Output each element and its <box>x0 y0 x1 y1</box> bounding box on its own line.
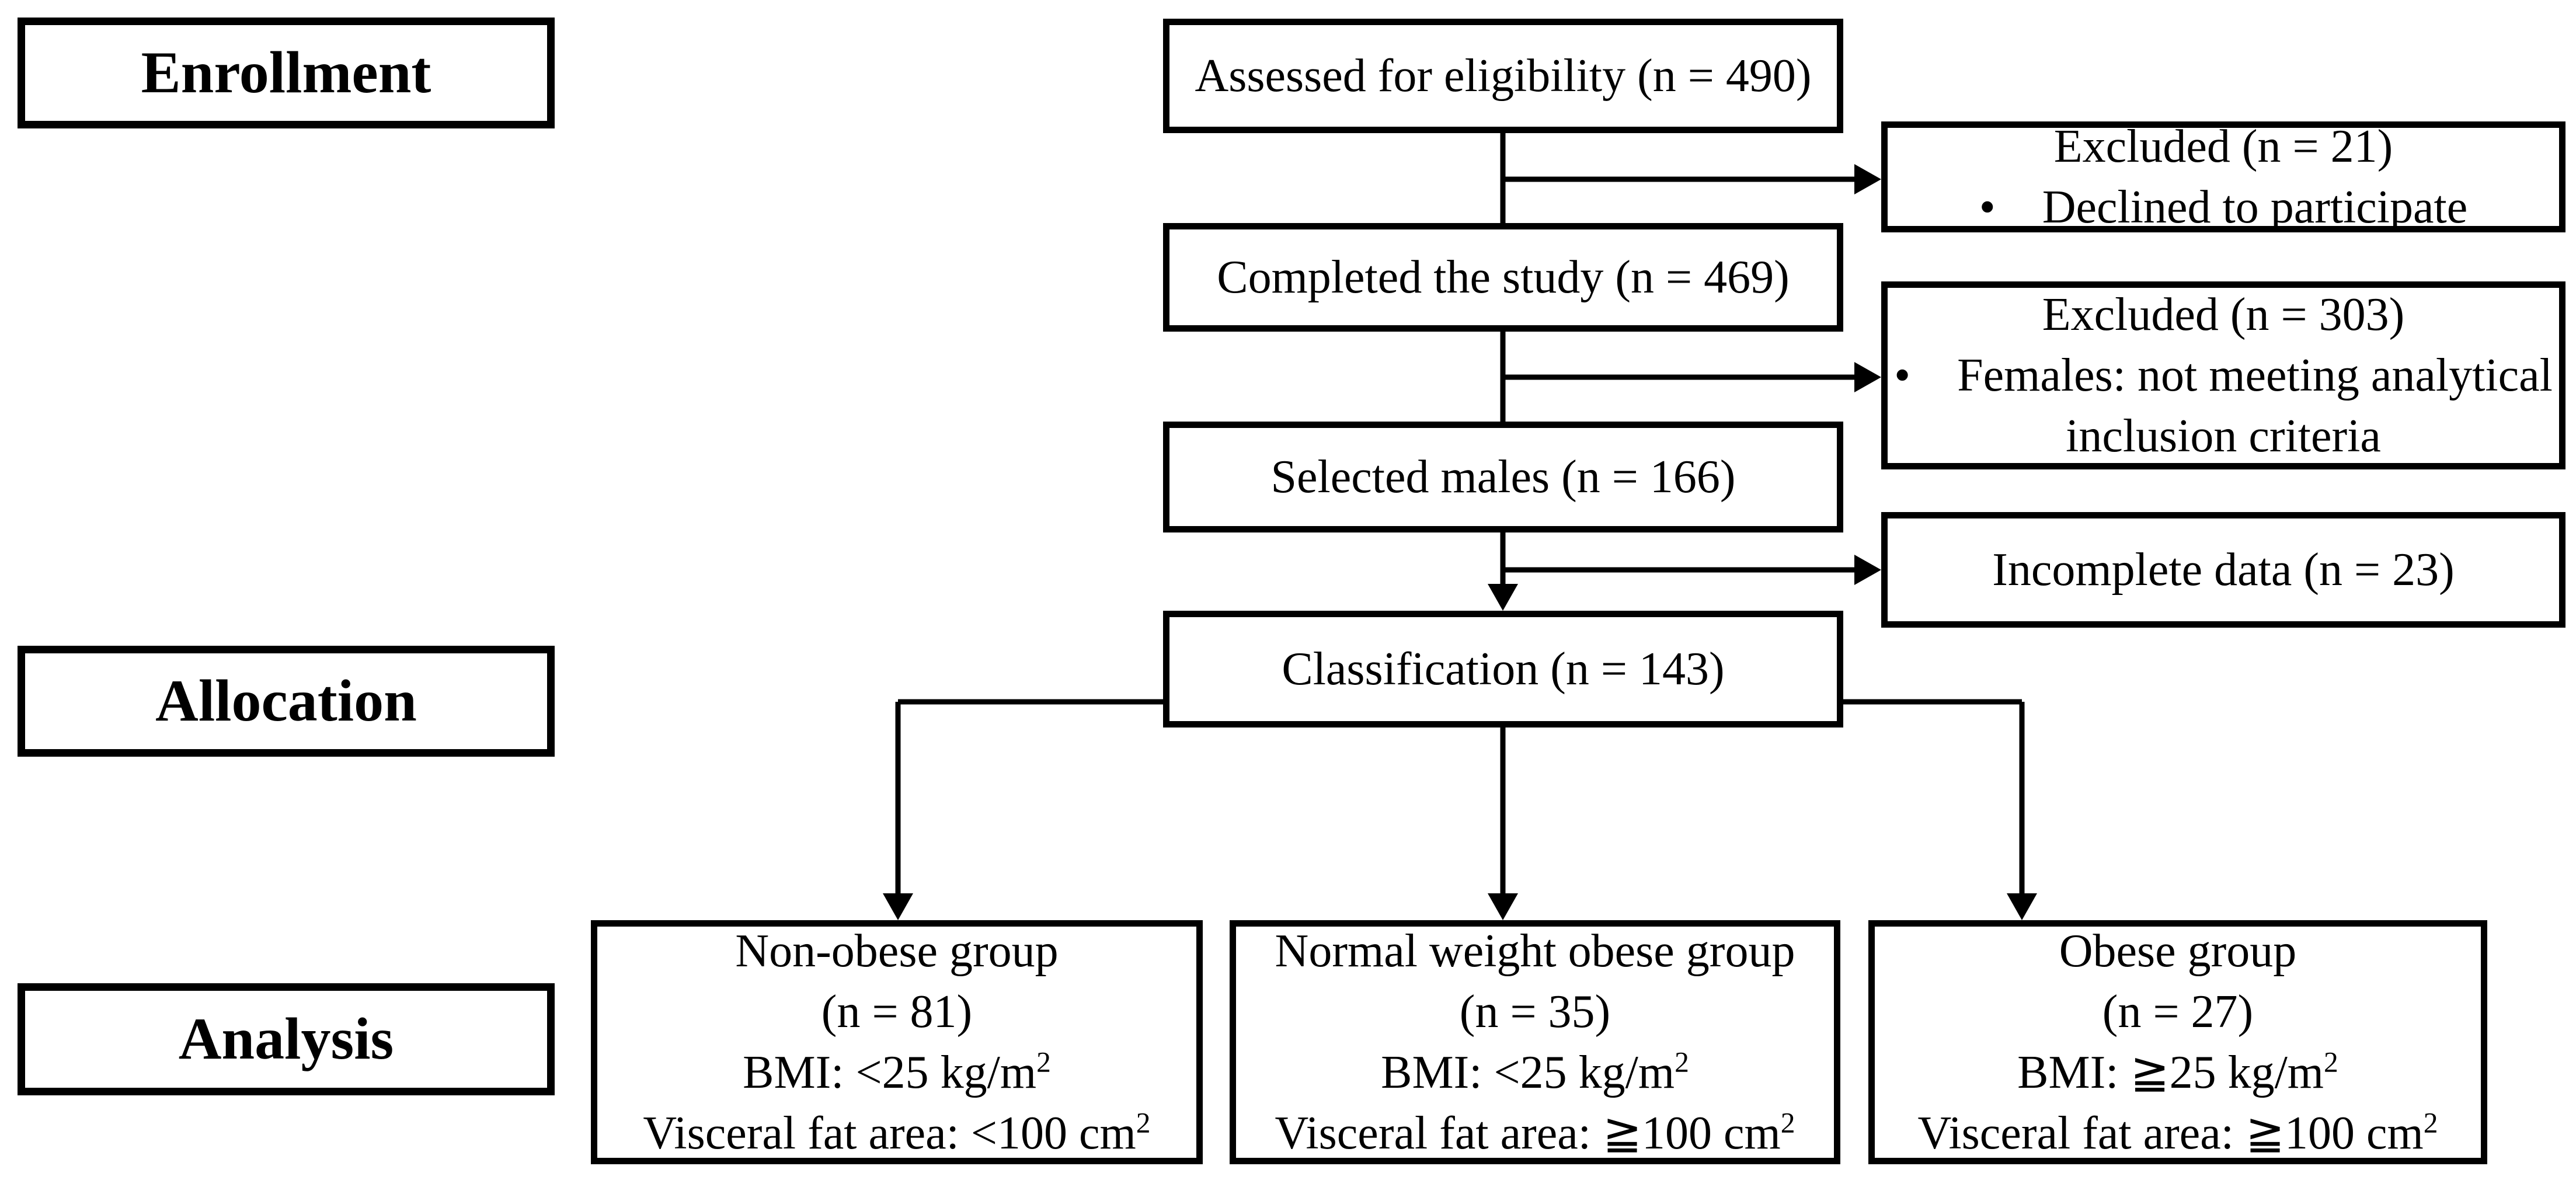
group-count: (n = 35) <box>1459 986 1611 1038</box>
arrowhead-right-icon <box>1854 362 1881 392</box>
group-bmi-text: BMI: ≧25 kg/m <box>2017 1047 2324 1098</box>
stage-label-text: Enrollment <box>141 39 431 106</box>
bullet-item: • Females: not meeting analytical <box>1894 345 2553 406</box>
flow-box-selected-males: Selected males (n = 166) <box>1163 422 1843 532</box>
bullet-item-text: Declined to participate <box>2042 182 2468 233</box>
stage-label-text: Allocation <box>155 667 417 734</box>
superscript: 2 <box>1780 1106 1795 1139</box>
flow-box-text: Selected males (n = 166) <box>1270 451 1736 503</box>
flow-box-classification: Classification (n = 143) <box>1163 611 1843 728</box>
arrowhead-down-icon <box>1488 584 1518 611</box>
superscript: 2 <box>1136 1106 1151 1139</box>
arrowhead-down-icon <box>1488 893 1518 920</box>
arrowhead-down-icon <box>2007 893 2037 920</box>
flow-box-text: Classification (n = 143) <box>1282 643 1725 695</box>
bullet-icon: • <box>1979 182 1996 233</box>
group-name: Obese group <box>2059 925 2297 977</box>
superscript: 2 <box>1036 1046 1051 1078</box>
arrowhead-right-icon <box>1854 555 1881 585</box>
stage-label-text: Analysis <box>178 1005 394 1072</box>
group-visceral-line: Visceral fat area: ≧100 cm2 <box>1917 1103 2438 1164</box>
flow-box-completed: Completed the study (n = 469) <box>1163 223 1843 332</box>
bullet-item-text-continued: inclusion criteria <box>2066 410 2381 462</box>
side-box-title: Excluded (n = 21) <box>2053 121 2393 172</box>
stage-label-allocation: Allocation <box>18 646 555 757</box>
group-bmi-text: BMI: <25 kg/m <box>1381 1047 1675 1098</box>
bullet-item: • Declined to participate <box>1979 177 2468 238</box>
stage-label-enrollment: Enrollment <box>18 18 555 128</box>
superscript: 2 <box>2423 1106 2438 1139</box>
group-visceral-line: Visceral fat area: <100 cm2 <box>643 1103 1150 1164</box>
group-count: (n = 27) <box>2102 986 2254 1038</box>
group-box-obese: Obese group (n = 27) BMI: ≧25 kg/m2 Visc… <box>1868 920 2487 1164</box>
bullet-item-text: Females: not meeting analytical <box>1957 350 2553 401</box>
group-name: Normal weight obese group <box>1275 925 1795 977</box>
arrowhead-right-icon <box>1854 164 1881 194</box>
side-box-title: Excluded (n = 303) <box>2042 289 2405 340</box>
group-visceral-text: Visceral fat area: ≧100 cm <box>1917 1108 2424 1159</box>
group-bmi-line: BMI: <25 kg/m2 <box>743 1042 1051 1103</box>
arrowhead-down-icon <box>883 893 913 920</box>
group-bmi-text: BMI: <25 kg/m <box>743 1047 1037 1098</box>
group-bmi-line: BMI: ≧25 kg/m2 <box>2017 1042 2338 1103</box>
flow-box-text: Completed the study (n = 469) <box>1217 252 1790 303</box>
group-box-non-obese: Non-obese group (n = 81) BMI: <25 kg/m2 … <box>591 920 1203 1164</box>
side-box-excluded-declined: Excluded (n = 21) • Declined to particip… <box>1881 121 2565 233</box>
bullet-icon: • <box>1894 350 1911 401</box>
side-box-incomplete-data: Incomplete data (n = 23) <box>1881 512 2565 628</box>
group-name: Non-obese group <box>735 925 1059 977</box>
group-box-normal-weight-obese: Normal weight obese group (n = 35) BMI: … <box>1230 920 1840 1164</box>
group-bmi-line: BMI: <25 kg/m2 <box>1381 1042 1689 1103</box>
stage-label-analysis: Analysis <box>18 983 555 1095</box>
group-visceral-text: Visceral fat area: ≧100 cm <box>1275 1108 1781 1159</box>
side-box-excluded-females: Excluded (n = 303) • Females: not meetin… <box>1881 281 2565 469</box>
flow-box-assessed: Assessed for eligibility (n = 490) <box>1163 19 1843 133</box>
group-visceral-line: Visceral fat area: ≧100 cm2 <box>1275 1103 1795 1164</box>
side-box-title: Incomplete data (n = 23) <box>1992 544 2455 596</box>
superscript: 2 <box>1675 1046 1689 1078</box>
group-count: (n = 81) <box>821 986 973 1038</box>
superscript: 2 <box>2324 1046 2338 1078</box>
flow-box-text: Assessed for eligibility (n = 490) <box>1195 50 1812 102</box>
group-visceral-text: Visceral fat area: <100 cm <box>643 1108 1136 1159</box>
